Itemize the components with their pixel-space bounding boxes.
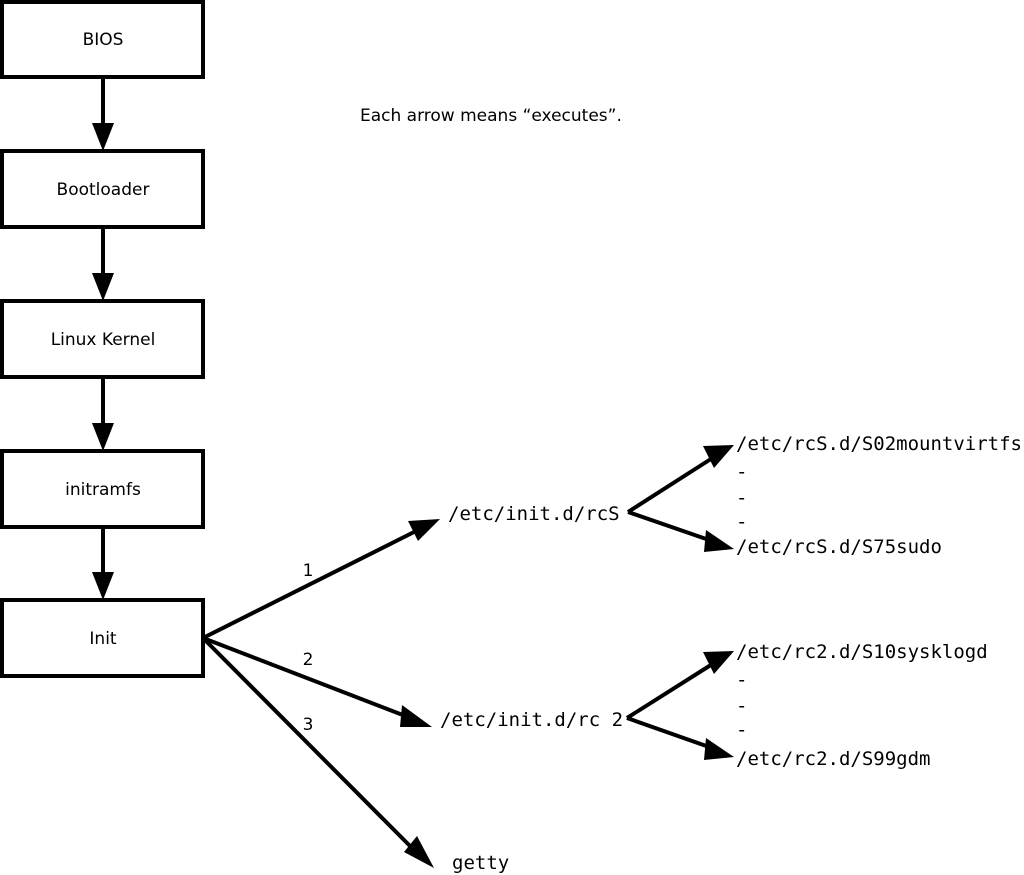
- rcs-ellipsis-dash-1: -: [736, 461, 747, 483]
- node-bootloader: Bootloader: [0, 149, 205, 229]
- branch-number-3: 3: [303, 715, 314, 735]
- arrow-head-icon: [704, 738, 734, 760]
- rc2-node-label: /etc/init.d/rc 2: [440, 709, 623, 731]
- rc2-ellipsis-dash-3: -: [736, 719, 747, 741]
- node-init: Init: [0, 598, 205, 678]
- arrow-rc2-to-last-script: [626, 716, 734, 760]
- arrow-bootloader-to-kernel: [92, 227, 114, 301]
- arrow-head-icon: [92, 572, 114, 600]
- node-linux-kernel: Linux Kernel: [0, 299, 205, 379]
- arrow-head-icon: [408, 519, 440, 541]
- node-bios: BIOS: [0, 0, 205, 79]
- arrow-initramfs-to-init: [92, 527, 114, 600]
- arrow-head-icon: [703, 651, 734, 674]
- arrow-rcs-to-last-script: [627, 510, 734, 552]
- init-box: [0, 598, 205, 678]
- arrow-head-icon: [92, 273, 114, 301]
- rc2-script-last: /etc/rc2.d/S99gdm: [736, 748, 930, 770]
- arrow-rcs-to-first-script: [626, 445, 734, 514]
- bootloader-label: Bootloader: [57, 180, 150, 200]
- arrow-rc2-to-first-script: [625, 651, 734, 720]
- diagram-caption: Each arrow means “executes”.: [360, 106, 622, 126]
- rc2-ellipsis-dash-2: -: [736, 695, 747, 717]
- rcs-script-last: /etc/rcS.d/S75sudo: [736, 536, 942, 558]
- arrow-head-icon: [92, 123, 114, 151]
- getty-node-label: getty: [452, 852, 509, 874]
- rc2-ellipsis-dash-1: -: [736, 669, 747, 691]
- bios-label: BIOS: [83, 30, 124, 50]
- arrow-head-icon: [704, 530, 734, 552]
- rcs-ellipsis-dash-2: -: [736, 487, 747, 509]
- arrow-bios-to-bootloader: [92, 77, 114, 151]
- arrow-init-to-rcs: 1: [202, 519, 440, 640]
- arrow-head-icon: [400, 705, 432, 727]
- rcs-node-label: /etc/init.d/rcS: [448, 503, 620, 525]
- initramfs-label: initramfs: [65, 480, 141, 500]
- arrow-head-icon: [404, 836, 434, 868]
- node-initramfs: initramfs: [0, 449, 205, 529]
- arrow-init-to-rc2: 2: [202, 636, 432, 727]
- branch-number-2: 2: [303, 650, 314, 670]
- arrow-head-icon: [703, 445, 734, 468]
- linux-kernel-label: Linux Kernel: [51, 330, 156, 350]
- arrow-kernel-to-initramfs: [92, 377, 114, 451]
- initramfs-box: [0, 449, 205, 529]
- rc2-script-first: /etc/rc2.d/S10sysklogd: [736, 641, 988, 663]
- rcs-ellipsis-dash-3: -: [736, 511, 747, 533]
- branch-number-1: 1: [303, 561, 314, 581]
- arrow-init-to-getty: 3: [201, 636, 434, 868]
- init-label: Init: [89, 629, 117, 649]
- arrow-head-icon: [92, 423, 114, 451]
- bios-box: [0, 0, 205, 79]
- rcs-script-first: /etc/rcS.d/S02mountvirtfs: [736, 433, 1022, 455]
